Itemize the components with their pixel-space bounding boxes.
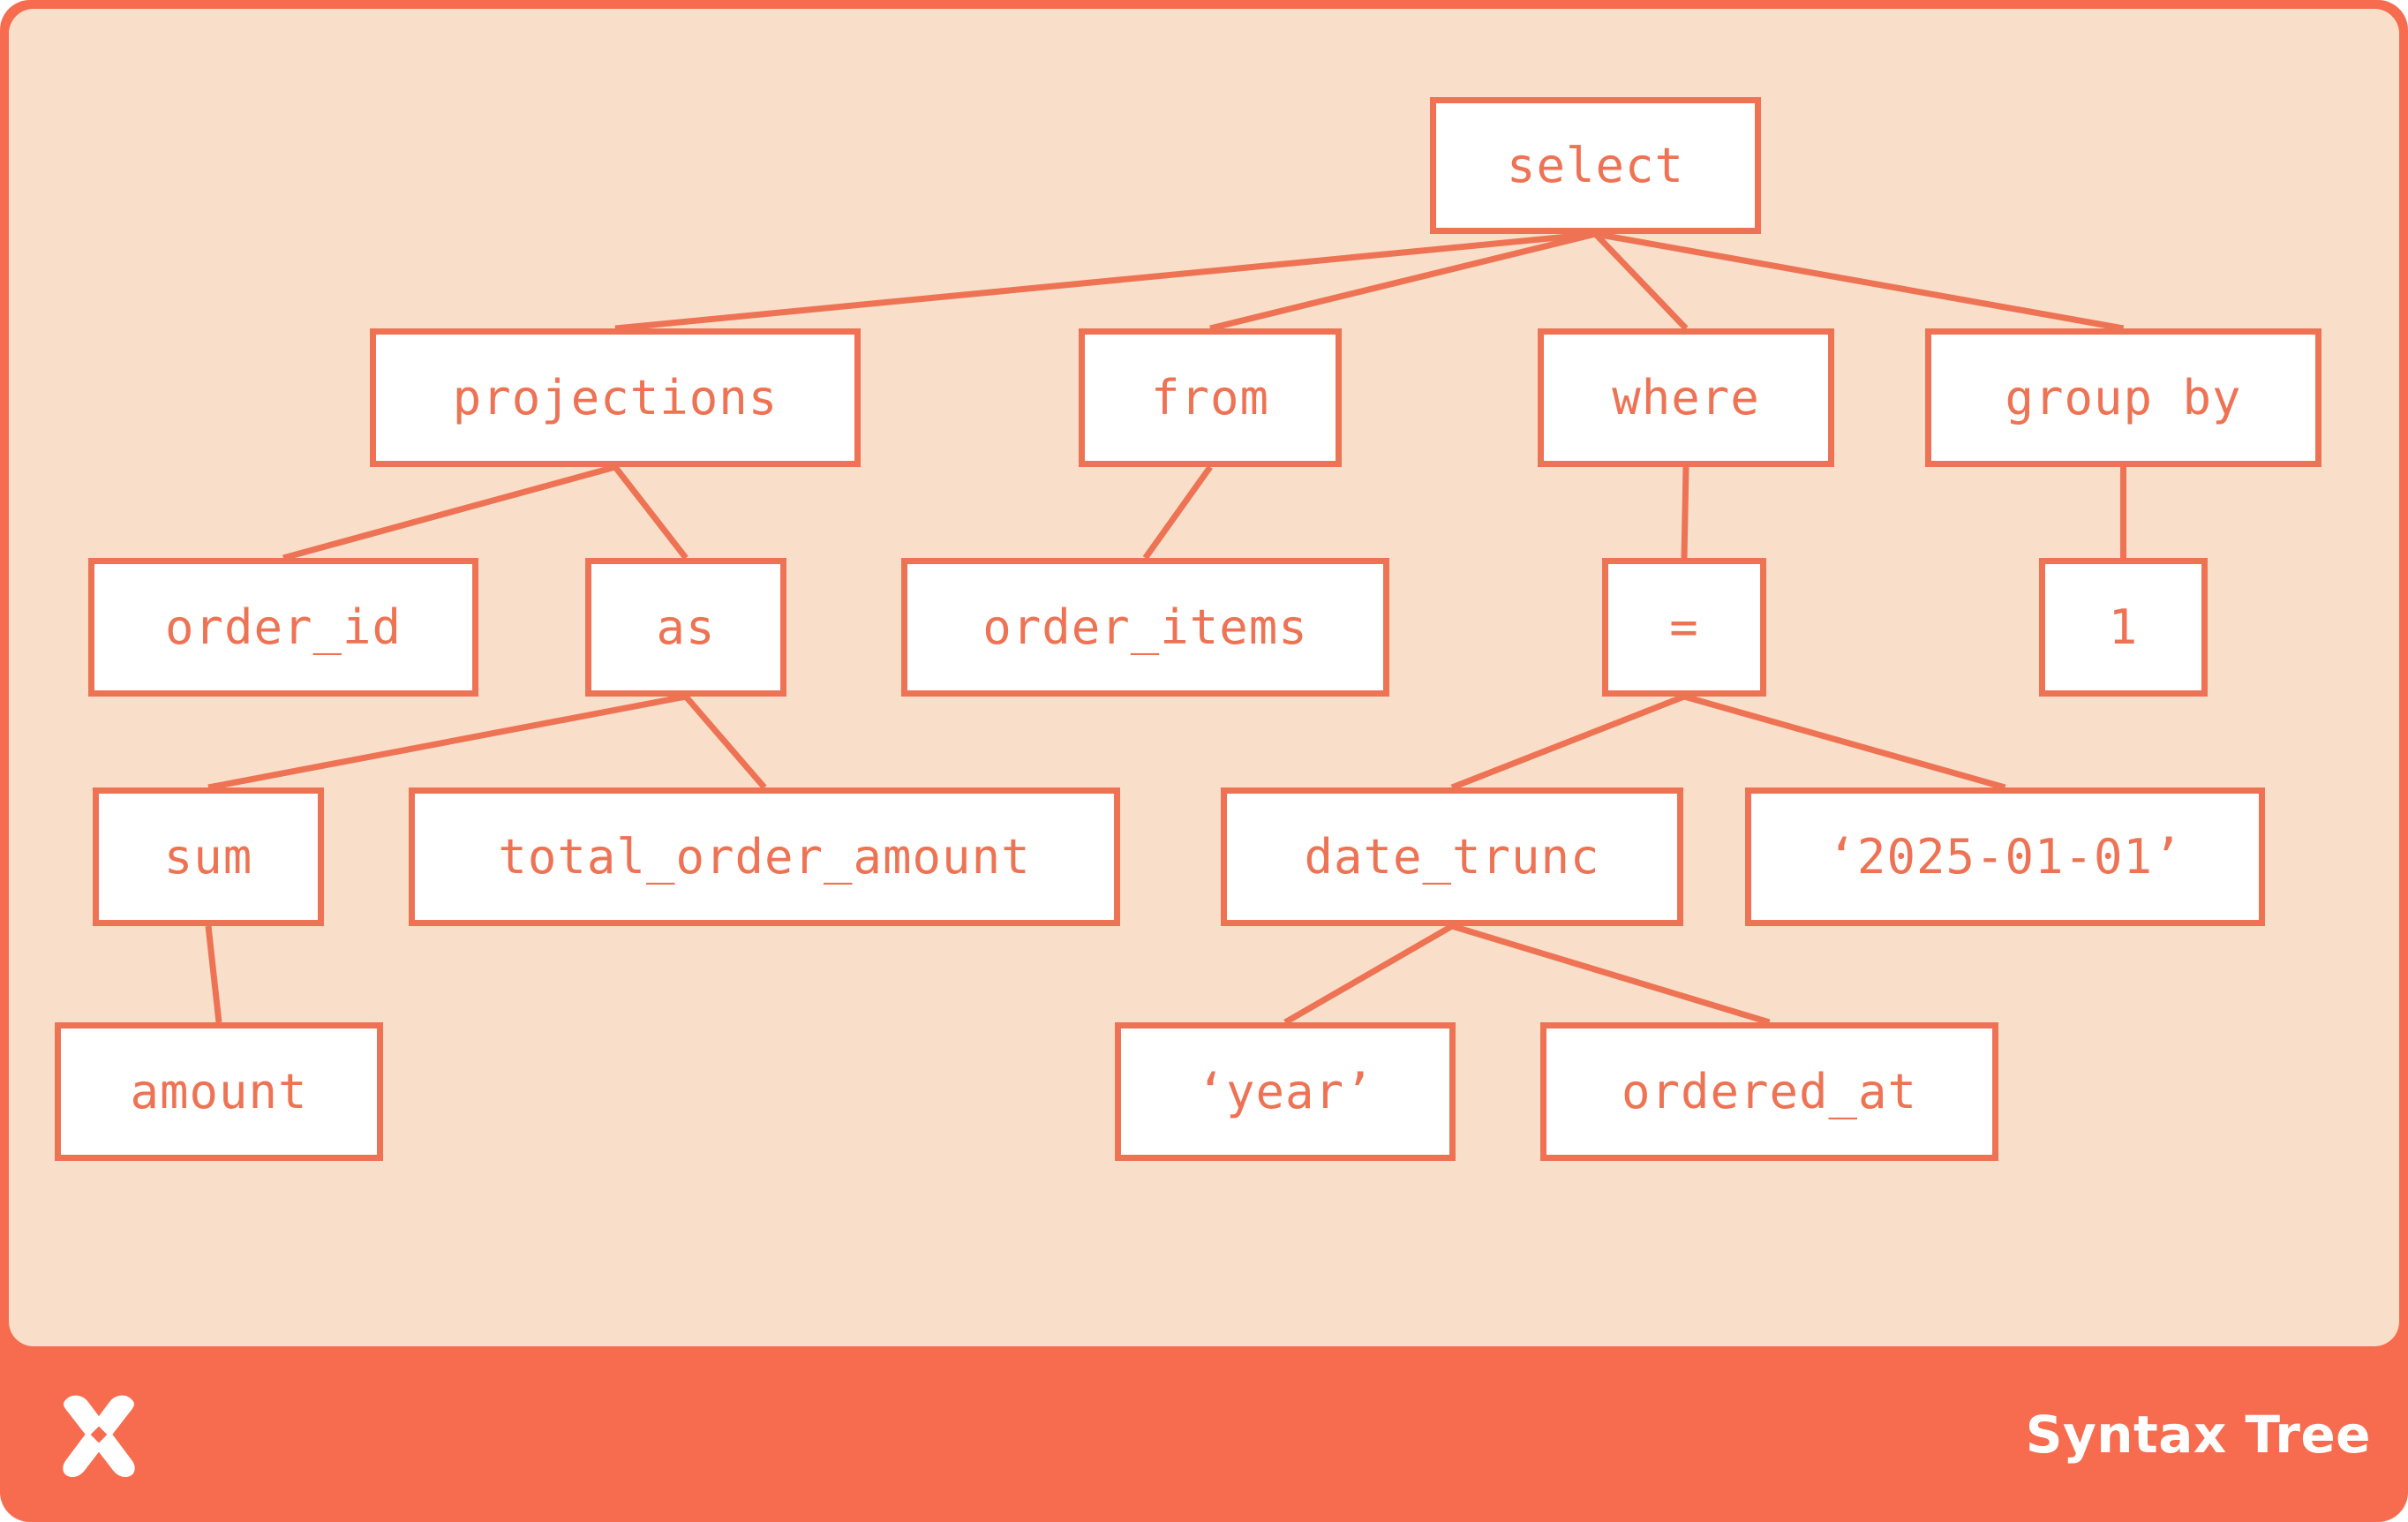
tree-node-sum: sum [93,787,324,926]
tree-node-as: as [585,558,786,697]
tree-node-one: 1 [2039,558,2208,697]
tree-node-amount: amount [55,1022,383,1161]
tree-node-from: from [1079,328,1342,467]
tree-node-group-by: group by [1925,328,2321,467]
tree-node-select: select [1430,97,1761,234]
tree-node-date-literal: ‘2025-01-01’ [1745,787,2265,926]
footer-bar: Syntax Tree [0,1346,2408,1522]
tree-node-equals: = [1602,558,1766,697]
tree-node-date-trunc: date_trunc [1221,787,1683,926]
tree-node-where: where [1538,328,1834,467]
tree-node-order-items: order_items [901,558,1389,697]
brand-x-logo-icon [63,1395,135,1477]
footer-title: Syntax Tree [2025,1404,2371,1465]
tree-node-ordered-at: ordered_at [1540,1022,1998,1161]
tree-node-order-id: order_id [88,558,478,697]
tree-node-total-order-amount: total_order_amount [409,787,1120,926]
tree-node-year-literal: ‘year’ [1115,1022,1456,1161]
tree-node-projections: projections [370,328,861,467]
